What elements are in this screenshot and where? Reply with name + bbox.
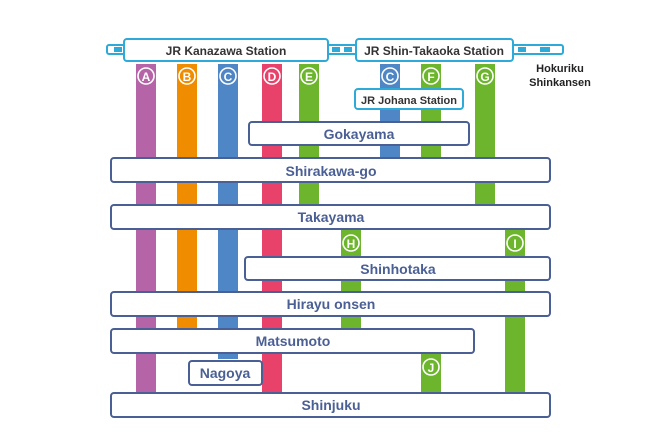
route-badge-j: J [428, 361, 435, 375]
destination-gokayama: Gokayama [324, 126, 395, 142]
station-kanazawa: JR Kanazawa Station [166, 44, 287, 58]
route-badge-g: G [480, 70, 489, 84]
destination-box-shirakawa-go [110, 157, 551, 183]
route-badge-c-kanazawa: C [224, 70, 233, 84]
route-badge-e: E [305, 70, 313, 84]
station-shin-takaoka: JR Shin-Takaoka Station [364, 44, 504, 58]
destination-box-hirayu-onsen [110, 291, 551, 317]
shinkansen-label-line2: Shinkansen [529, 77, 591, 89]
route-badge-i: I [513, 237, 516, 251]
destination-hirayu-onsen: Hirayu onsen [287, 296, 376, 312]
route-bar-b [177, 64, 197, 330]
route-bar-j [421, 352, 441, 393]
destination-box-shinjuku [110, 392, 551, 418]
shinkansen-label-line1: Hokuriku [536, 63, 584, 75]
station-box-kanazawa [123, 38, 329, 62]
route-badge-d: D [268, 70, 277, 84]
route-badge-b: B [183, 70, 192, 84]
route-bar-g [475, 64, 495, 206]
route-badge-h: H [347, 237, 356, 251]
station-boxes: JR Kanazawa Station JR Shin-Takaoka Stat… [123, 38, 514, 110]
route-badge-f: F [427, 70, 434, 84]
station-box-johana [354, 88, 464, 110]
station-box-shin-takaoka [355, 38, 514, 62]
station-johana: JR Johana Station [361, 95, 457, 107]
destination-shirakawa-go: Shirakawa-go [285, 163, 376, 179]
destination-box-shinhotaka [244, 256, 551, 281]
destination-box-matsumoto [110, 328, 475, 354]
destination-box-takayama [110, 204, 551, 230]
destination-shinhotaka: Shinhotaka [360, 261, 436, 277]
destination-matsumoto: Matsumoto [256, 333, 331, 349]
destination-box-nagoya [188, 360, 263, 386]
destination-box-gokayama [248, 121, 470, 146]
shinkansen-label: Hokuriku Shinkansen [529, 63, 591, 89]
route-badge-c-shin-takaoka: C [386, 70, 395, 84]
destination-nagoya: Nagoya [200, 365, 251, 381]
route-badges: A B C D E C F G H I J [137, 67, 524, 376]
destination-shinjuku: Shinjuku [301, 397, 360, 413]
destination-takayama: Takayama [298, 209, 365, 225]
route-badge-a: A [142, 70, 151, 84]
destination-boxes: Gokayama Shirakawa-go Takayama Shinhotak… [110, 121, 551, 418]
